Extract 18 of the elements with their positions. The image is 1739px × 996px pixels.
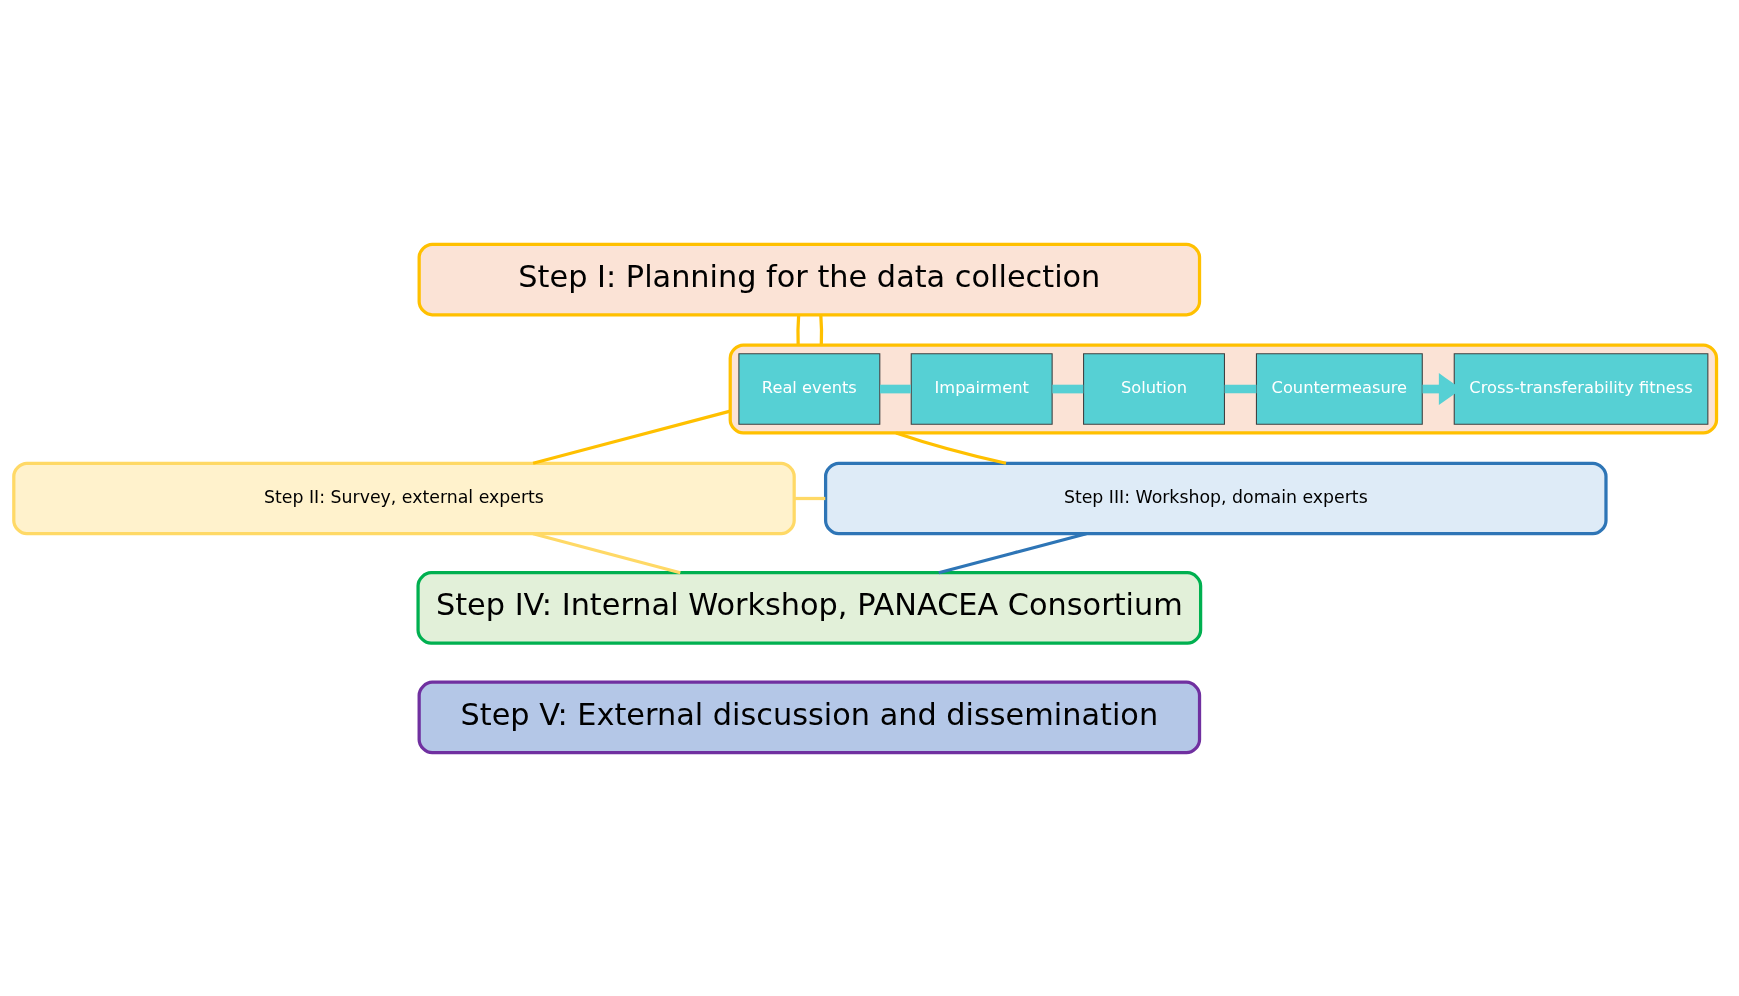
node-box: Step II: Survey, external experts xyxy=(12,461,796,535)
node-box: Step I: Planning for the data collection xyxy=(417,242,1202,316)
connector xyxy=(532,408,731,465)
connector xyxy=(880,384,911,393)
node-box: Impairment xyxy=(910,352,1053,425)
cluster xyxy=(728,343,1719,435)
connector xyxy=(794,496,826,500)
node-box: Step IV: Internal Workshop, PANACEA Consortium xyxy=(416,570,1203,645)
connector xyxy=(819,314,824,345)
node-box: Step V: External discussion and dissemination xyxy=(417,680,1202,754)
node-box: Solution xyxy=(1083,352,1225,425)
node-box: Countermeasure xyxy=(1255,352,1423,425)
node-box: Step III: Workshop, domain experts xyxy=(823,461,1608,535)
node-box: Real events xyxy=(738,352,881,425)
connector xyxy=(1224,384,1257,393)
connector xyxy=(1052,384,1084,393)
connector xyxy=(796,314,801,345)
node-box: Cross-transferability fitness xyxy=(1453,352,1709,425)
